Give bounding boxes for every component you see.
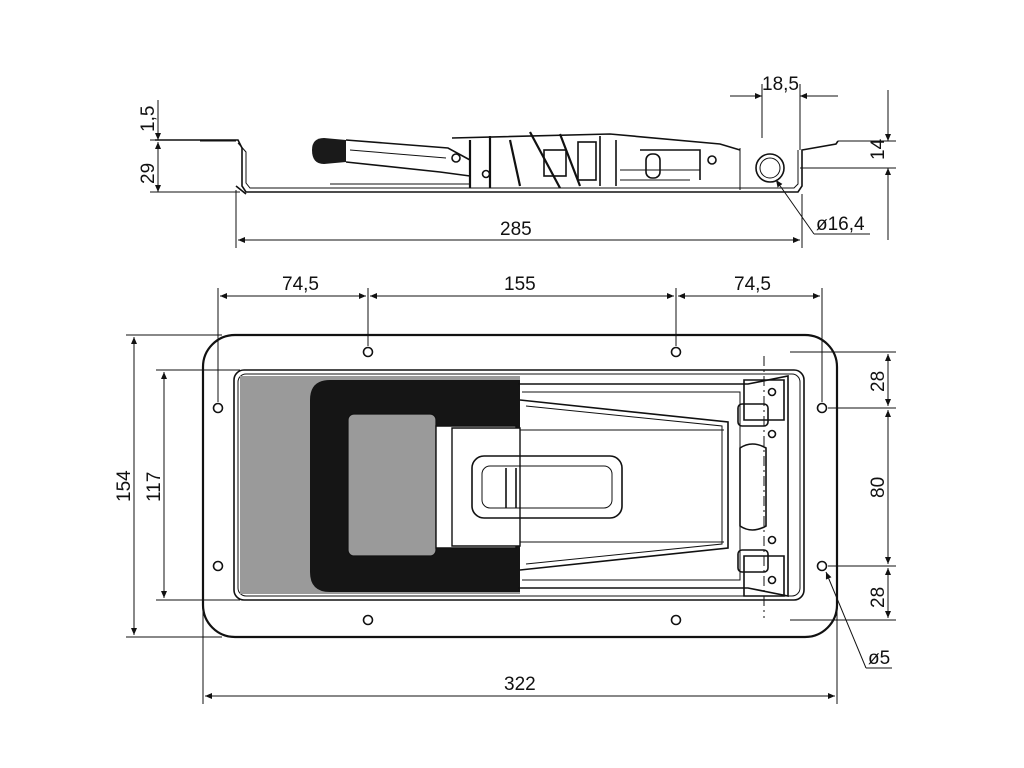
handle-paddle — [347, 413, 437, 557]
dim-label-hole-bottom: 28 — [868, 587, 889, 608]
side-lever — [312, 138, 471, 177]
mounting-hole — [816, 402, 828, 414]
outer-plate — [201, 333, 839, 639]
dim-label-hole-diameter: ø5 — [868, 648, 890, 669]
dim-18-5: 18,5 — [730, 74, 838, 150]
dim-322: 322 — [202, 600, 838, 704]
dim-label-flange: 1,5 — [138, 106, 159, 132]
dim-label-right-height: 14 — [868, 138, 889, 160]
dim-label-top-width: 18,5 — [762, 74, 799, 95]
inner-recess — [233, 369, 805, 601]
dim-14: 14 — [800, 90, 896, 240]
dim-right-col: 28 80 28 — [790, 351, 896, 621]
side-view: 18,5 1,5 29 14 285 — [138, 74, 896, 248]
dim-label-overall-width: 322 — [504, 674, 536, 695]
side-roller — [739, 148, 785, 190]
dim-label-overall-length: 285 — [500, 219, 532, 240]
mounting-hole — [670, 614, 682, 626]
dim-label-offset-right: 74,5 — [734, 274, 771, 295]
mounting-hole — [670, 346, 682, 358]
mounting-hole — [816, 560, 828, 572]
dim-left-vertical: 1,5 29 — [138, 100, 240, 193]
mounting-hole — [212, 402, 224, 414]
dim-label-offset-left: 74,5 — [282, 274, 319, 295]
mounting-holes — [212, 346, 828, 626]
top-mechanism — [518, 356, 789, 618]
dim-hole-diameter: ø5 — [825, 571, 892, 669]
dim-label-hole-spacing: 155 — [504, 274, 536, 295]
dim-label-hole-vertical: 80 — [868, 477, 889, 498]
dim-label-roller: ø16,4 — [816, 214, 865, 235]
dim-top-row: 74,5 155 74,5 — [217, 274, 823, 402]
top-view: 74,5 155 74,5 154 117 28 80 28 — [114, 274, 896, 704]
dim-label-outer-height: 154 — [114, 470, 135, 502]
mounting-hole — [362, 614, 374, 626]
side-housing — [155, 139, 839, 195]
dim-label-hole-top: 28 — [868, 371, 889, 392]
dim-label-inner-height: 117 — [144, 472, 165, 502]
latch-plate — [435, 425, 623, 549]
dim-left-col: 154 117 — [114, 334, 240, 638]
side-mechanism — [330, 131, 741, 189]
mounting-hole — [212, 560, 224, 572]
mounting-hole — [362, 346, 374, 358]
dim-285: 285 — [235, 190, 803, 248]
dim-label-depth: 29 — [138, 163, 159, 184]
dim-roller-diameter: ø16,4 — [775, 179, 870, 235]
